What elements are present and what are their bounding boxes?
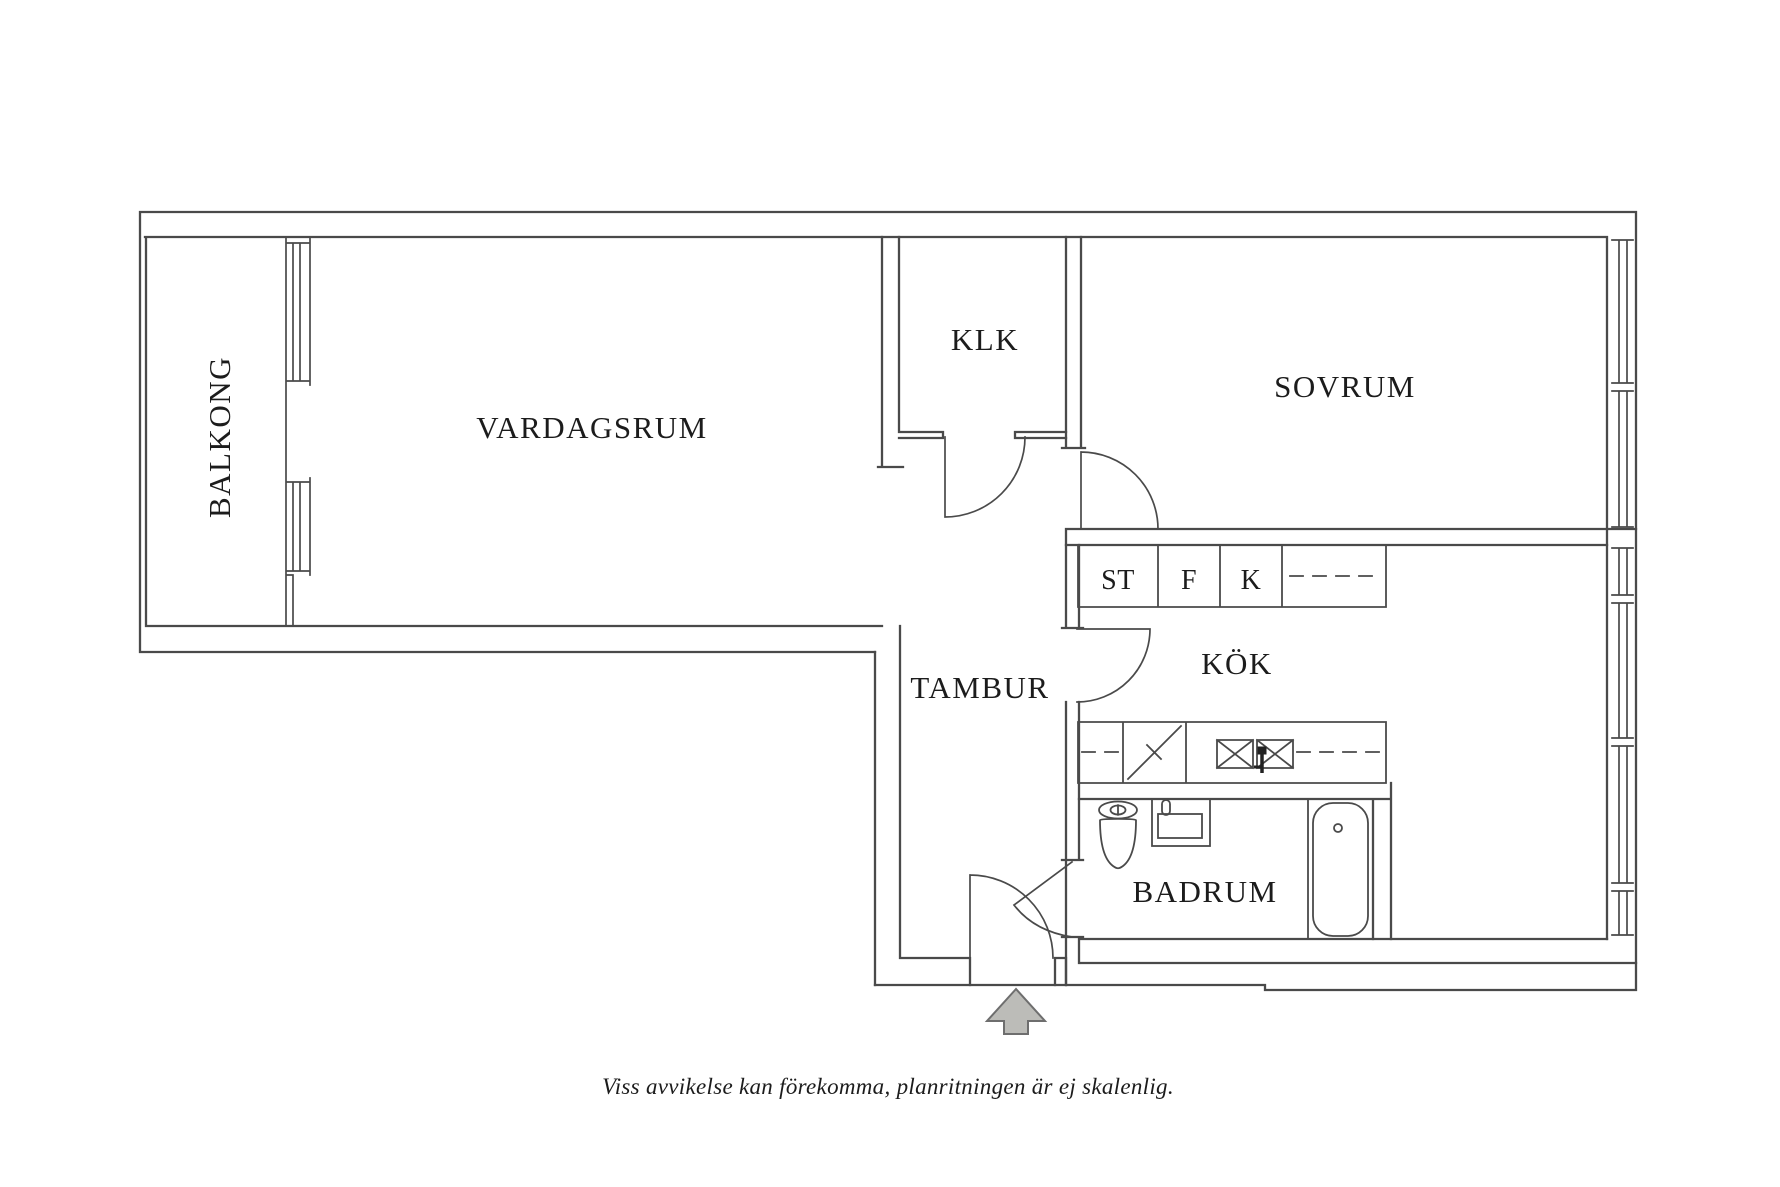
kitchen-faucet-icon — [1254, 746, 1267, 773]
badrum-walls — [1077, 781, 1393, 941]
walls-outline — [138, 210, 1638, 992]
room-label-sovrum: SOVRUM — [1274, 369, 1416, 404]
kok-window — [1611, 547, 1634, 936]
tambur-walls — [873, 624, 1068, 987]
sovrum-kok-wall — [1064, 527, 1638, 547]
toilet-icon — [1098, 800, 1138, 870]
cabinet-row-upper — [1077, 544, 1387, 608]
sink-basins — [1215, 738, 1295, 770]
kitchen-cabinets — [1077, 544, 1387, 784]
kok-door-arc — [1076, 628, 1151, 703]
doors — [944, 436, 1159, 959]
entrance-arrow — [984, 987, 1048, 1035]
klk-sovrum-wall — [1060, 235, 1087, 450]
disclaimer-caption: Viss avvikelse kan förekomma, planritnin… — [602, 1074, 1174, 1099]
klk-door-arc — [944, 436, 1026, 518]
room-labels: BALKONG VARDAGSRUM KLK SOVRUM TAMBUR KÖK… — [202, 322, 1416, 1099]
tambur-kok-wall — [1060, 543, 1085, 987]
cabinet-row-lower — [1077, 721, 1387, 784]
balcony-window-wall — [285, 236, 311, 627]
washbasin-icon — [1151, 798, 1211, 847]
room-label-vardagsrum: VARDAGSRUM — [476, 410, 708, 445]
entrance-door-arc — [969, 874, 1054, 959]
sovrum-door-arc — [1080, 451, 1159, 530]
right-windows — [1611, 239, 1634, 936]
bathtub-icon — [1307, 798, 1374, 940]
unit-label-k: K — [1241, 565, 1262, 596]
vardagsrum-klk-wall — [876, 235, 1068, 469]
room-label-badrum: BADRUM — [1132, 874, 1277, 909]
room-label-klk: KLK — [951, 322, 1019, 357]
badrum-door-arc — [1012, 860, 1074, 938]
dishwasher-symbol — [1126, 724, 1183, 781]
south-walls — [1079, 937, 1638, 965]
room-label-tambur: TAMBUR — [910, 670, 1049, 705]
room-label-balkong: BALKONG — [202, 356, 237, 518]
unit-label-f: F — [1181, 565, 1197, 596]
room-label-kok: KÖK — [1201, 646, 1273, 681]
bathroom-fixtures — [1098, 798, 1374, 940]
outer-walls — [138, 210, 1638, 992]
entrance-arrow-icon — [984, 987, 1048, 1035]
unit-label-st: ST — [1101, 565, 1135, 596]
balcony-window-frames — [285, 236, 311, 627]
sovrum-window — [1611, 239, 1634, 528]
